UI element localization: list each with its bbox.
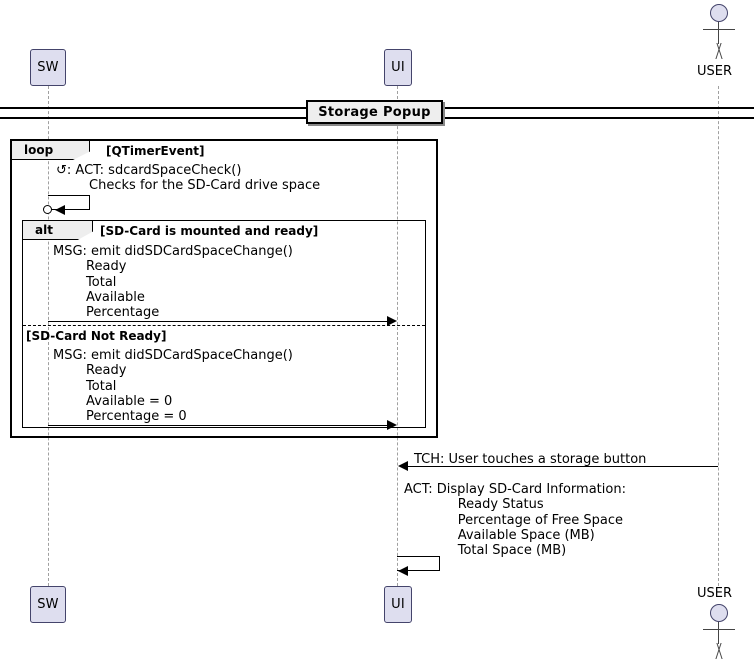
divider-storage-popup: Storage Popup xyxy=(306,100,443,124)
msg-sdcard-space-check-self-line xyxy=(48,195,90,210)
msg-display-sdcard-info-self-line xyxy=(397,556,440,571)
participant-ui-top[interactable]: UI xyxy=(384,49,412,86)
msg-sdcard-space-check-text: ↺: ACT: sdcardSpaceCheck() Checks for th… xyxy=(56,163,321,194)
actor-arms-icon-bottom xyxy=(703,629,735,630)
participant-sw-top[interactable]: SW xyxy=(30,49,66,86)
actor-user-bottom[interactable] xyxy=(700,604,736,660)
actor-user-label-top: USER xyxy=(697,64,733,79)
msg-display-sdcard-info-text: ACT: Display SD-Card Information: Ready … xyxy=(404,482,626,559)
alt-fragment-tab: alt xyxy=(23,221,93,240)
participant-ui-label: UI xyxy=(391,60,405,75)
actor-user-top[interactable] xyxy=(700,4,736,60)
msg-user-touch-arrowhead xyxy=(398,461,408,471)
msg-user-touch-text: TCH: User touches a storage button xyxy=(414,452,647,467)
actor-head-icon-bottom xyxy=(710,604,728,622)
divider-label: Storage Popup xyxy=(318,104,431,120)
alt-fragment xyxy=(22,220,426,428)
msg-sdcard-space-check-arrowhead xyxy=(55,205,65,215)
lifeline-user xyxy=(718,86,719,586)
participant-sw-label: SW xyxy=(37,60,59,75)
loop-operator-label: loop xyxy=(24,143,54,157)
msg-did-sdcard-space-change-not-ready-line xyxy=(48,425,389,426)
actor-user-label-bottom: USER xyxy=(697,586,733,601)
actor-body-icon-bottom xyxy=(718,622,719,644)
alt-else-divider xyxy=(23,325,425,326)
alt-else-guard: [SD-Card Not Ready] xyxy=(26,329,167,343)
msg-did-sdcard-space-change-not-ready-arrowhead xyxy=(387,420,397,430)
msg-did-sdcard-space-change-ready-text: MSG: emit didSDCardSpaceChange() Ready T… xyxy=(53,244,293,321)
msg-user-touch-line xyxy=(407,466,718,467)
loop-fragment xyxy=(10,139,438,438)
participant-sw-bottom[interactable]: SW xyxy=(30,586,66,623)
lifeline-ui xyxy=(397,86,398,586)
msg-did-sdcard-space-change-ready-arrowhead xyxy=(387,316,397,326)
lifeline-sw xyxy=(48,86,49,586)
msg-did-sdcard-space-change-ready-line xyxy=(48,321,389,322)
actor-head-icon xyxy=(710,4,728,22)
participant-ui-bottom[interactable]: UI xyxy=(384,586,412,623)
loop-fragment-tab: loop xyxy=(12,141,90,160)
msg-display-sdcard-info-arrowhead xyxy=(398,566,408,576)
actor-arms-icon xyxy=(703,29,735,30)
msg-sdcard-space-check-circle-icon xyxy=(43,205,52,214)
participant-sw-label-bottom: SW xyxy=(37,597,59,612)
actor-body-icon xyxy=(718,22,719,44)
msg-did-sdcard-space-change-not-ready-text: MSG: emit didSDCardSpaceChange() Ready T… xyxy=(53,348,293,425)
participant-ui-label-bottom: UI xyxy=(391,597,405,612)
alt-fragment-guard: [SD-Card is mounted and ready] xyxy=(100,224,319,238)
alt-operator-label: alt xyxy=(35,223,53,237)
loop-fragment-guard: [QTimerEvent] xyxy=(106,144,205,158)
